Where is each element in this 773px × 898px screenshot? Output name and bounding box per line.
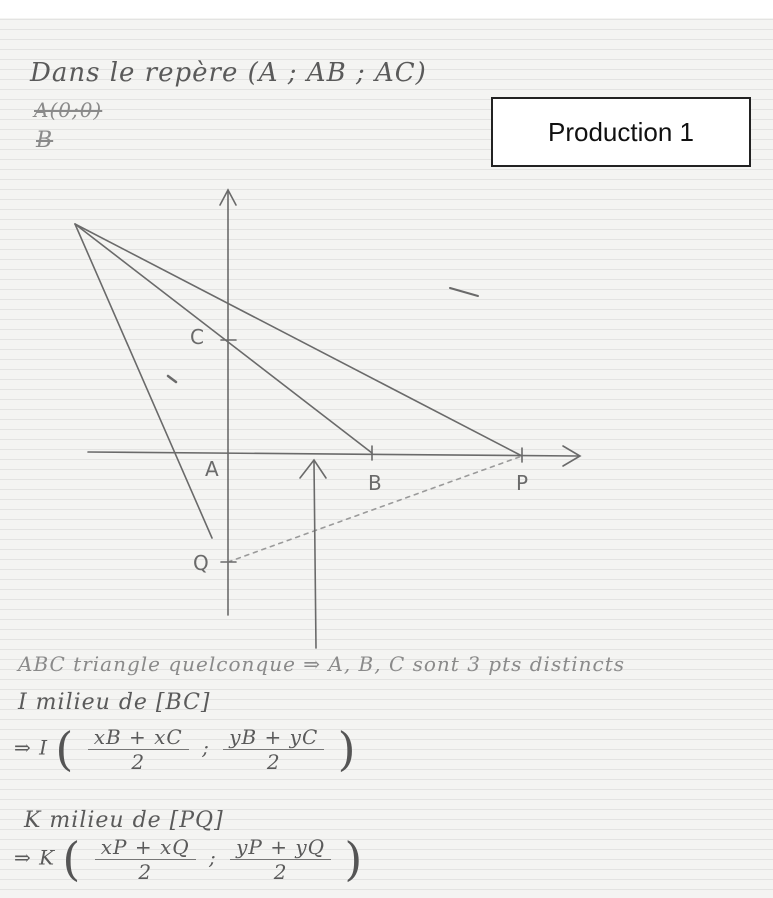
line-to-B (74, 223, 373, 454)
label-P: P (516, 471, 528, 495)
stray-mark-2 (166, 374, 178, 384)
y-axis-arrow (219, 188, 237, 206)
close-paren: ) (344, 832, 364, 886)
x-axis-arrow (562, 445, 582, 467)
separator: ; (202, 735, 210, 760)
fraction-denominator: 2 (266, 749, 281, 774)
fraction-y: yB + yC 2 (223, 725, 325, 774)
text-line-4: K milieu de [PQ] (24, 808, 224, 833)
text-line-5: ⇒ K ( xP + xQ 2 ; yP + yQ 2 ) (14, 832, 363, 886)
fraction-x: xP + xQ 2 (94, 835, 196, 884)
pointer-arrow-shaft (313, 461, 317, 649)
fraction-denominator: 2 (138, 859, 153, 884)
line5-prefix: ⇒ K (14, 845, 56, 870)
label-Q: Q (193, 551, 209, 575)
fraction-x: xB + xC 2 (87, 725, 189, 774)
text-line-3: ⇒ I ( xB + xC 2 ; yB + yC 2 ) (14, 722, 357, 776)
dashed-Q-P (227, 455, 523, 563)
fraction-numerator: yB + yC (223, 725, 325, 750)
label-A: A (205, 457, 219, 481)
open-paren: ( (62, 832, 82, 886)
repere-line: Dans le repère (A ; AB ; AC) (30, 58, 427, 88)
fraction-numerator: yP + yQ (230, 835, 332, 860)
text-line-1: ABC triangle quelconque ⇒ A, B, C sont 3… (18, 652, 626, 676)
fraction-numerator: xB + xC (87, 725, 189, 750)
open-paren: ( (55, 722, 75, 776)
fraction-numerator: xP + xQ (94, 835, 196, 860)
close-paren: ) (337, 722, 357, 776)
struck-mark: B (36, 128, 54, 153)
pointer-arrow-head (299, 458, 327, 479)
text-line-2: I milieu de [BC] (18, 690, 211, 715)
line-to-P (74, 223, 523, 457)
fraction-denominator: 2 (273, 859, 288, 884)
x-axis (87, 451, 579, 457)
label-B: B (368, 471, 382, 495)
production-label: Production 1 (491, 97, 751, 167)
stray-mark (449, 287, 479, 297)
line3-prefix: ⇒ I (14, 735, 49, 760)
line-to-Q (74, 223, 213, 539)
label-C: C (190, 325, 204, 349)
separator: ; (208, 845, 217, 870)
struck-coordinates: A(0;0) (34, 98, 103, 122)
fraction-denominator: 2 (131, 749, 146, 774)
fraction-y: yP + yQ 2 (230, 835, 332, 884)
page-margin (0, 0, 773, 18)
